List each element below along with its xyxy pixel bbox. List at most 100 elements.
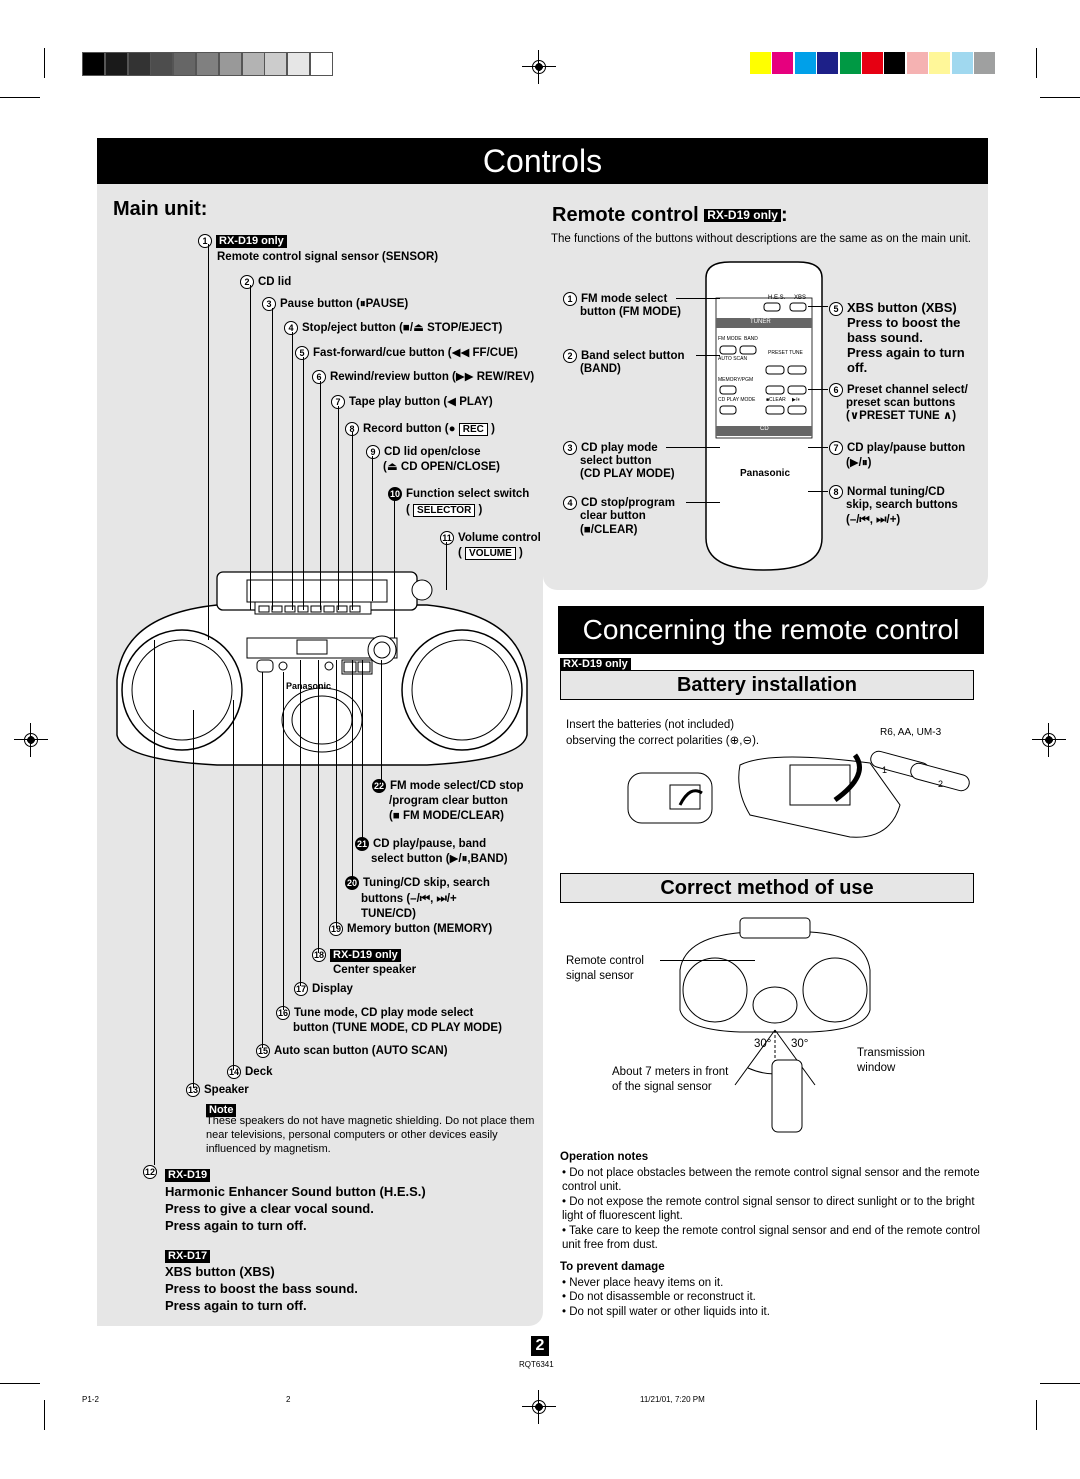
color-swatch: [772, 52, 794, 74]
color-swatch: [974, 52, 995, 74]
tag-rx-d19: RX-D19: [165, 1165, 211, 1183]
remote-label-cd-play-mode: CD PLAY MODE: [718, 397, 756, 403]
leader-line: [318, 660, 319, 953]
svg-text:2: 2: [938, 779, 943, 789]
registration-mark-left: [14, 723, 48, 757]
gray-swatch: [127, 52, 151, 76]
gray-swatch: [173, 52, 197, 76]
registration-mark-top: [522, 50, 556, 84]
leader-line: [686, 502, 720, 503]
leader-line: [381, 660, 382, 784]
remote-label-tuner: TUNER: [750, 319, 771, 325]
color-swatch: [862, 52, 883, 74]
window-label-2: window: [857, 1062, 896, 1074]
footer-right: 11/21/01, 7:20 PM: [640, 1395, 705, 1404]
callout-22-sub2: (■ FM MODE/CLEAR): [389, 810, 504, 822]
leader-line: [283, 672, 284, 1010]
page-title: Controls: [97, 138, 988, 184]
color-swatch: [951, 52, 973, 74]
leader-line: [666, 447, 720, 448]
callout-18-sub: Center speaker: [333, 964, 417, 976]
battery-type: R6, AA, UM-3: [880, 727, 942, 738]
op-note-2: • Do not expose the remote control signa…: [562, 1196, 975, 1222]
damage-note-2: • Do not disassemble or reconstruct it.: [562, 1291, 756, 1303]
correct-use-illustration: [679, 917, 871, 1133]
remote-callout-2-sub: (BAND): [580, 363, 621, 375]
callout-11-sub: ( VOLUME ): [458, 547, 523, 560]
remote-intro: The functions of the buttons without des…: [551, 233, 971, 245]
document-code: RQT6341: [519, 1360, 554, 1369]
registration-mark-right: [1032, 723, 1066, 757]
remote-heading: Remote control RX-D19 only:: [552, 204, 788, 226]
callout-1-text: Remote control signal sensor (SENSOR): [217, 251, 439, 263]
remote-label-xbs: XBS: [794, 295, 807, 301]
remote-callout-8-sub2: (–/⏮, ⏭/+): [846, 514, 901, 526]
battery-illustration: 1 2: [627, 750, 970, 838]
op-note-1: • Do not place obstacles between the rem…: [562, 1167, 980, 1193]
remote-illustration: [705, 261, 823, 571]
leader-line: [808, 389, 828, 390]
remote-callout-4-sub1: clear button: [580, 510, 646, 522]
concerning-tag: RX-D19 only: [560, 654, 631, 672]
main-unit-illustration: [116, 571, 528, 766]
remote-brand: Panasonic: [740, 468, 791, 479]
remote-label-clear: ■CLEAR: [766, 397, 786, 403]
callout-21-sub: select button (▶/⏸,BAND): [371, 853, 508, 865]
leader-line: [808, 306, 828, 307]
leader-line: [262, 672, 263, 1048]
remote-callout-6-sub1: preset scan buttons: [846, 397, 956, 409]
callout-9-sub: (⏏ CD OPEN/CLOSE): [383, 461, 500, 473]
color-swatch: [884, 52, 906, 74]
sensor-label-1: Remote control: [566, 955, 644, 967]
operation-notes-heading: Operation notes: [560, 1151, 649, 1163]
gray-swatch: [287, 52, 311, 76]
callout-16-sub: button (TUNE MODE, CD PLAY MODE): [293, 1022, 502, 1034]
gray-swatch: [241, 52, 265, 76]
leader-line: [352, 432, 353, 610]
gray-swatch: [310, 52, 333, 76]
distance-2: of the signal sensor: [612, 1081, 712, 1093]
gray-swatch: [104, 52, 128, 76]
remote-callout-6-sub2: (∨PRESET TUNE ∧): [846, 410, 957, 422]
remote-label-preset-tune: PRESET TUNE: [768, 350, 803, 356]
battery-heading: Battery installation: [560, 670, 974, 700]
battery-text-2: observing the correct polarities (⊕,⊖).: [566, 735, 760, 747]
remote-callout-4-sub2: (■/CLEAR): [580, 524, 638, 536]
leader-line: [272, 308, 273, 610]
color-swatch: [929, 52, 951, 74]
svg-text:1: 1: [882, 765, 887, 775]
damage-note-3: • Do not spill water or other liquids in…: [562, 1306, 770, 1318]
remote-callout-7-sub: (▶/⏸): [846, 457, 872, 469]
leader-line: [193, 710, 194, 1088]
leader-line: [154, 640, 155, 1165]
footer-left: P1-2: [82, 1395, 99, 1404]
tag-rx-d17: RX-D17: [165, 1246, 211, 1264]
remote-label-hes: H.E.S.: [768, 295, 786, 301]
leader-line: [394, 498, 395, 638]
item12-d17-text: XBS button (XBS) Press to boost the bass…: [165, 1264, 358, 1313]
concerning-heading: Concerning the remote control: [558, 606, 984, 654]
leader-line: [336, 660, 337, 928]
callout-20-sub2: TUNE/CD): [361, 908, 416, 920]
color-swatch: [817, 52, 839, 74]
callout-20-sub1: buttons (–/⏮, ⏭/+: [361, 893, 457, 905]
